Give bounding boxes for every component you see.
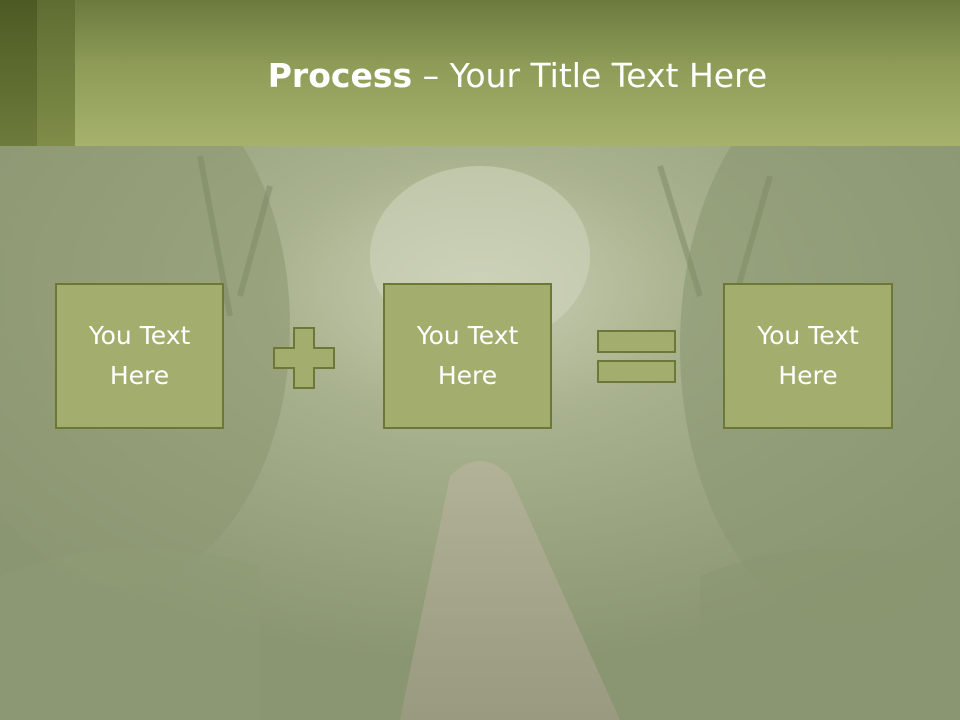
forest-path-background xyxy=(0,146,960,720)
accent-bar-mid xyxy=(37,0,75,146)
slide-title[interactable]: Process – Your Title Text Here xyxy=(75,52,960,100)
process-box-3[interactable]: You Text Here xyxy=(723,283,893,429)
equals-icon xyxy=(597,330,676,383)
process-box-2[interactable]: You Text Here xyxy=(383,283,552,429)
title-bold: Process xyxy=(267,56,413,95)
forest-path-image xyxy=(0,146,960,720)
plus-icon xyxy=(273,327,335,389)
title-bar: Process – Your Title Text Here xyxy=(0,0,960,146)
accent-bar-dark xyxy=(0,0,37,146)
process-box-3-text: You Text Here xyxy=(757,321,859,390)
process-box-1-text: You Text Here xyxy=(88,321,191,390)
process-box-1[interactable]: You Text Here xyxy=(55,283,224,429)
process-box-2-text: You Text Here xyxy=(416,321,519,390)
title-rest: – Your Title Text Here xyxy=(412,56,768,95)
